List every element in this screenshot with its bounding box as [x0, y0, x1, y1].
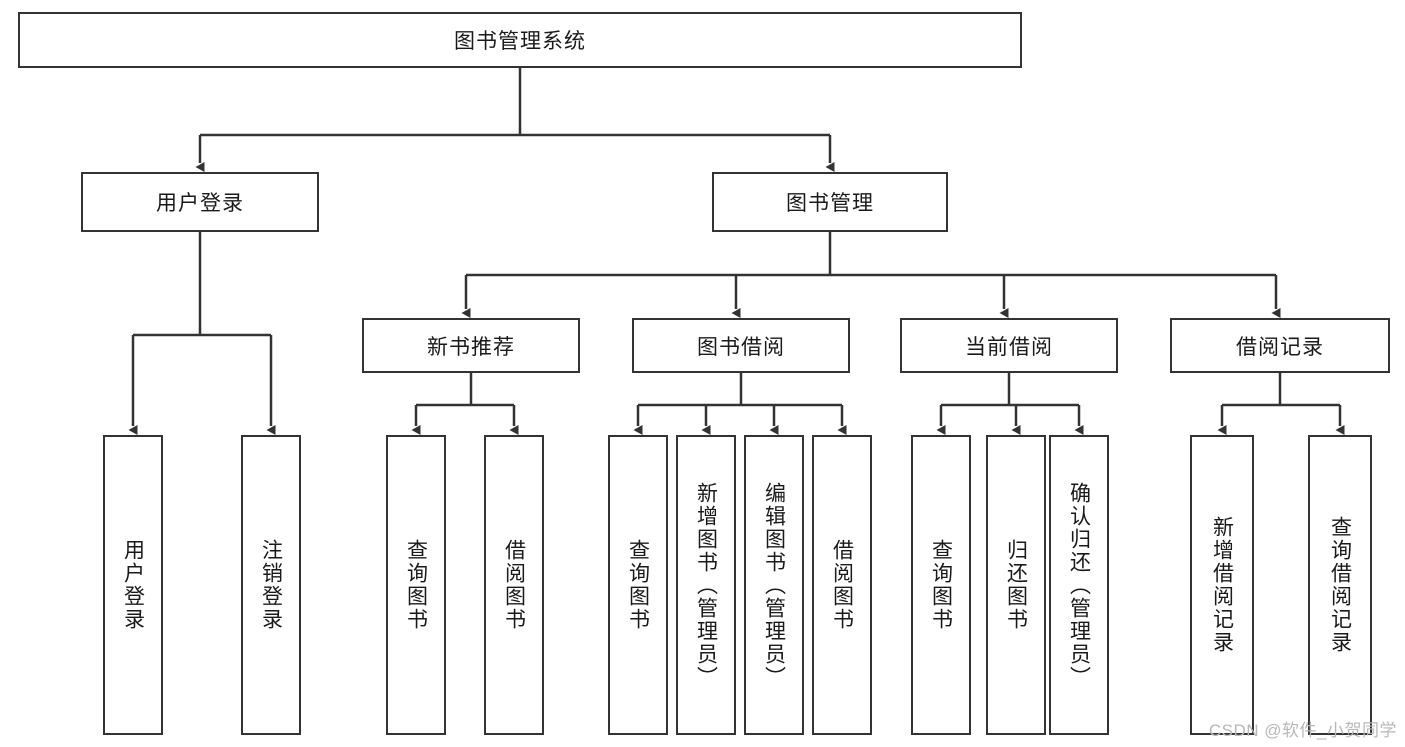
leaf-current-confirm-return-label: 确认归还（管理员）	[1067, 481, 1091, 689]
leaf-logout[interactable]: 注销登录	[241, 435, 301, 735]
leaf-current-return-book-label: 归还图书	[1004, 539, 1028, 631]
leaf-borrow-add-book[interactable]: 新增图书（管理员）	[676, 435, 736, 735]
leaf-logout-label: 注销登录	[259, 539, 283, 631]
leaf-record-query-label: 查询借阅记录	[1328, 516, 1352, 654]
node-borrow-record[interactable]: 借阅记录	[1170, 318, 1390, 373]
leaf-borrow-edit-book[interactable]: 编辑图书（管理员）	[744, 435, 804, 735]
node-user-login[interactable]: 用户登录	[81, 172, 319, 232]
leaf-borrow-borrow-book[interactable]: 借阅图书	[812, 435, 872, 735]
leaf-record-query[interactable]: 查询借阅记录	[1308, 435, 1372, 735]
leaf-newbook-borrow-book[interactable]: 借阅图书	[484, 435, 544, 735]
leaf-record-add[interactable]: 新增借阅记录	[1190, 435, 1254, 735]
node-book-borrow[interactable]: 图书借阅	[632, 318, 850, 373]
node-book-borrow-label: 图书借阅	[697, 335, 785, 359]
node-book-manage-label: 图书管理	[786, 192, 874, 215]
leaf-borrow-query-book-label: 查询图书	[626, 539, 650, 631]
node-new-book-recommend-label: 新书推荐	[427, 335, 515, 359]
leaf-current-query-book[interactable]: 查询图书	[911, 435, 971, 735]
leaf-user-login[interactable]: 用户登录	[103, 435, 163, 735]
leaf-newbook-query-book[interactable]: 查询图书	[386, 435, 446, 735]
leaf-record-add-label: 新增借阅记录	[1210, 516, 1234, 654]
leaf-borrow-add-book-label: 新增图书（管理员）	[694, 481, 718, 689]
node-current-borrow-label: 当前借阅	[965, 335, 1053, 359]
node-borrow-record-label: 借阅记录	[1236, 335, 1324, 359]
watermark: CSDN @软件_小贺同学	[1208, 721, 1397, 740]
leaf-current-confirm-return[interactable]: 确认归还（管理员）	[1049, 435, 1109, 735]
leaf-newbook-query-book-label: 查询图书	[404, 539, 428, 631]
leaf-borrow-query-book[interactable]: 查询图书	[608, 435, 668, 735]
node-user-login-label: 用户登录	[156, 192, 244, 215]
node-current-borrow[interactable]: 当前借阅	[900, 318, 1118, 373]
leaf-user-login-label: 用户登录	[121, 539, 145, 631]
node-book-manage[interactable]: 图书管理	[712, 172, 948, 232]
leaf-current-query-book-label: 查询图书	[929, 539, 953, 631]
leaf-borrow-edit-book-label: 编辑图书（管理员）	[762, 481, 786, 689]
leaf-current-return-book[interactable]: 归还图书	[986, 435, 1046, 735]
node-root-label: 图书管理系统	[454, 30, 586, 53]
leaf-newbook-borrow-book-label: 借阅图书	[502, 539, 526, 631]
node-new-book-recommend[interactable]: 新书推荐	[362, 318, 580, 373]
leaf-borrow-borrow-book-label: 借阅图书	[830, 539, 854, 631]
node-root[interactable]: 图书管理系统	[18, 12, 1022, 68]
